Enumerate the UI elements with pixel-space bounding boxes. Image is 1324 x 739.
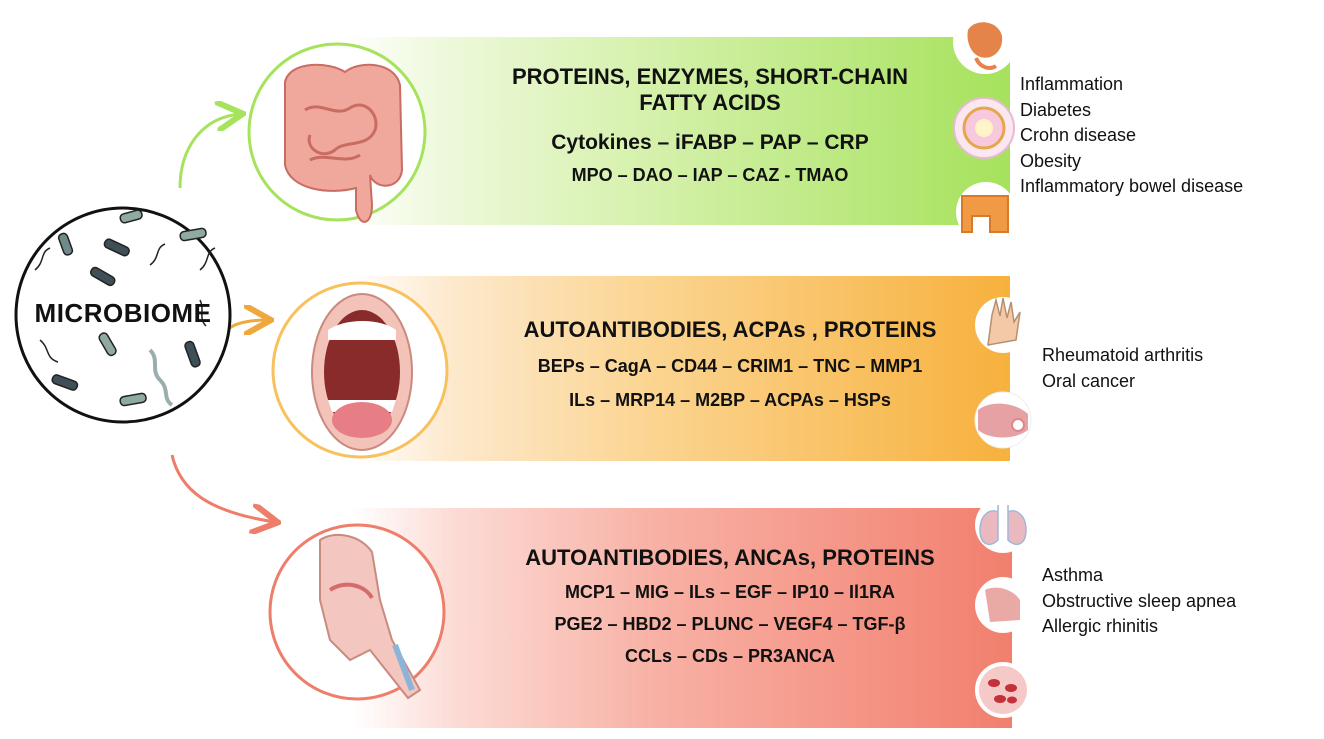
disease-item: Inflammatory bowel disease [1020, 176, 1244, 196]
blood-cells-icon [975, 662, 1031, 718]
panel-title: FATTY ACIDS [639, 90, 781, 115]
pancreas-icon [953, 97, 1015, 159]
marker-line: MCP1 – MIG – ILs – EGF – IP10 – Il1RA [564, 582, 896, 602]
oral-circle [271, 281, 449, 459]
disease-item: Allergic rhinitis [1042, 616, 1159, 636]
oral-lesion-icon [974, 391, 1032, 449]
disease-item: Rheumatoid arthritis [1042, 345, 1204, 365]
arrow-to-intestine [178, 114, 240, 189]
lungs-icon [975, 497, 1031, 553]
panel-title: AUTOANTIBODIES, ACPAs , PROTEINS [523, 317, 937, 342]
disease-item: Crohn disease [1020, 125, 1137, 145]
band-oral [350, 276, 1010, 461]
nasal-cavity-icon [975, 577, 1031, 633]
colon-icon [956, 182, 1016, 242]
hand-joint-icon [975, 297, 1031, 353]
panel-intestine-text: PROTEINS, ENZYMES, SHORT-CHAIN FATTY ACI… [460, 64, 960, 198]
panel-oral-text: AUTOANTIBODIES, ACPAs , PROTEINS BEPs – … [470, 317, 990, 423]
nasal-circle [268, 523, 446, 701]
marker-line: PGE2 – HBD2 – PLUNC – VEGF4 – TGF-β [554, 614, 906, 634]
disease-item: Obesity [1020, 150, 1082, 171]
marker-line: ILs – MRP14 – M2BP – ACPAs – HSPs [569, 390, 891, 410]
disease-list-oral: Rheumatoid arthritis Oral cancer [1042, 343, 1302, 394]
microbiome-circle [14, 206, 232, 424]
panel-nasal-text: AUTOANTIBODIES, ANCAs, PROTEINS MCP1 – M… [470, 545, 990, 679]
panel-title: PROTEINS, ENZYMES, SHORT-CHAIN [511, 64, 909, 89]
arrow-to-nasal [170, 454, 275, 522]
disease-list-nasal: Asthma Obstructive sleep apnea Allergic … [1042, 563, 1312, 640]
band-intestine [340, 37, 1010, 225]
disease-item: Oral cancer [1042, 370, 1136, 391]
disease-item: Asthma [1042, 565, 1104, 585]
disease-list-intestine: Inflammation Diabetes Crohn disease Obes… [1020, 72, 1320, 200]
intestine-circle [247, 42, 427, 223]
band-nasal [352, 508, 1012, 728]
marker-line: CCLs – CDs – PR3ANCA [624, 646, 836, 666]
marker-line: BEPs – CagA – CD44 – CRIM1 – TNC – MMP1 [537, 356, 923, 376]
disease-item: Obstructive sleep apnea [1042, 590, 1237, 611]
stomach-icon [953, 10, 1017, 74]
panel-title: AUTOANTIBODIES, ANCAs, PROTEINS [525, 545, 935, 570]
marker-line: MPO – DAO – IAP – CAZ - TMAO [571, 165, 849, 185]
marker-line: Cytokines – iFABP – PAP – CRP [551, 131, 869, 154]
disease-item: Inflammation [1020, 74, 1124, 94]
disease-item: Diabetes [1020, 99, 1092, 120]
microbiome-label: MICROBIOME [34, 298, 212, 328]
